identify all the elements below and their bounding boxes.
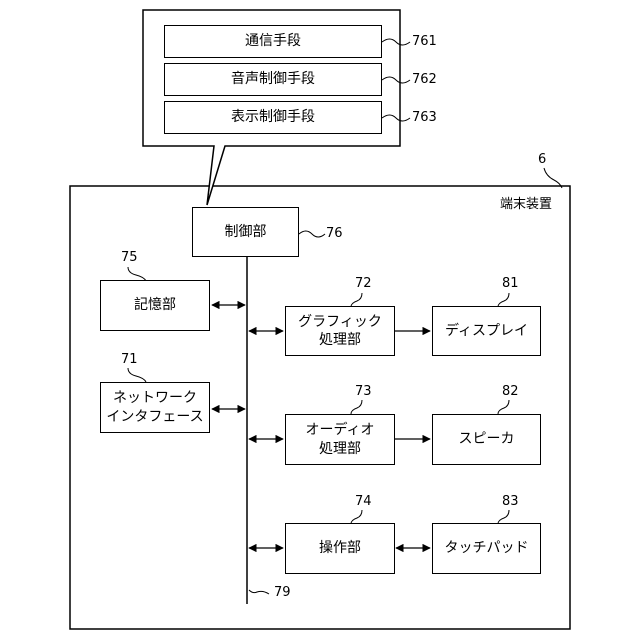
display-control-means-label: 表示制御手段 [231,108,315,126]
ref-75: 75 [121,250,138,265]
speaker-box: スピーカ [432,414,541,465]
leader-83 [498,510,509,524]
ref-74: 74 [355,494,372,509]
network-box: ネットワーク インタフェース [100,382,210,433]
audio-label: オーディオ 処理部 [305,421,374,457]
ref-762: 762 [412,72,437,87]
graphics-box: グラフィック 処理部 [285,306,395,356]
device-ref: 6 [538,152,546,167]
network-label: ネットワーク インタフェース [106,389,203,425]
device-title: 端末装置 [500,193,552,212]
touchpad-label: タッチパッド [445,539,529,557]
storage-label: 記憶部 [134,296,176,314]
leader-71 [128,368,146,382]
leader-75 [128,267,146,281]
ref-81: 81 [502,276,519,291]
storage-box: 記憶部 [100,280,210,331]
ref-72: 72 [355,276,372,291]
operation-label: 操作部 [319,539,361,557]
ref-763: 763 [412,110,437,125]
ref-79: 79 [274,585,291,600]
comm-means-label: 通信手段 [245,32,301,50]
audio-control-means-box: 音声制御手段 [164,63,382,96]
comm-means-box: 通信手段 [164,25,382,58]
leader-81 [498,293,509,307]
controller-box: 制御部 [192,207,299,257]
leader-6 [544,168,562,188]
ref-761: 761 [412,34,437,49]
operation-box: 操作部 [285,523,395,574]
leader-76 [299,231,325,237]
ref-82: 82 [502,384,519,399]
display-control-means-box: 表示制御手段 [164,101,382,134]
leader-79 [249,590,269,594]
leader-82 [498,400,509,414]
audio-box: オーディオ 処理部 [285,414,395,465]
display-box: ディスプレイ [432,306,541,356]
ref-73: 73 [355,384,372,399]
graphics-label: グラフィック 処理部 [298,313,382,349]
leader-73 [351,400,362,414]
audio-control-means-label: 音声制御手段 [231,70,315,88]
ref-71: 71 [121,352,138,367]
leader-74 [351,510,362,524]
speaker-label: スピーカ [459,430,515,448]
controller-label: 制御部 [225,223,267,241]
touchpad-box: タッチパッド [432,523,541,574]
leader-72 [351,293,362,307]
ref-76: 76 [326,226,343,241]
ref-83: 83 [502,494,519,509]
display-label: ディスプレイ [445,322,528,340]
